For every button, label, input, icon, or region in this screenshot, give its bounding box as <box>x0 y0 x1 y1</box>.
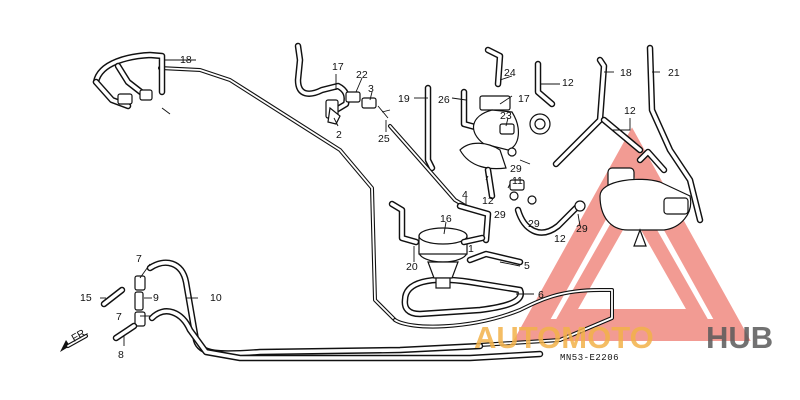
hose-20 <box>552 56 608 168</box>
callout-5: 5 <box>524 260 530 272</box>
callout-18: 18 <box>180 54 192 66</box>
fuel-line-10 <box>146 259 544 362</box>
callout-22: 20 <box>406 261 418 273</box>
callout-14: 12 <box>562 77 574 89</box>
callout-3: 3 <box>368 83 374 95</box>
fitting-3 <box>361 97 377 109</box>
fitting-7-lower <box>134 311 146 327</box>
callout-21: 19 <box>398 93 410 105</box>
hose-26 <box>484 46 504 88</box>
vent-line-6-loop <box>393 276 614 347</box>
hose-13 <box>600 116 644 154</box>
callout-labels: 18 17 22 3 2 25 19 26 24 17 23 12 18 21 … <box>70 54 680 361</box>
fitting-27 <box>377 105 391 119</box>
callout-12-left: 12 <box>482 195 494 207</box>
callout-6: 6 <box>538 289 544 301</box>
callout-19: 17 <box>518 93 530 105</box>
hose-12-right <box>514 202 582 236</box>
hose-23 <box>646 44 704 224</box>
callout-2: 2 <box>336 129 342 141</box>
hose-5 <box>466 250 524 266</box>
callout-16: 16 <box>440 213 452 225</box>
callout-11: 11 <box>512 175 523 187</box>
hose-8 <box>112 322 138 342</box>
canister-assembly <box>599 148 692 247</box>
hose-21 <box>424 84 436 172</box>
hose-17 <box>294 42 350 119</box>
callout-17: 17 <box>332 61 344 73</box>
fitting-25 <box>499 123 515 135</box>
watermark-text-hub: HUB <box>706 320 773 355</box>
diagram-code: MN53-E2206 <box>560 353 619 363</box>
vent-line-18 <box>92 51 397 322</box>
callout-8: 8 <box>118 349 124 361</box>
watermark-triangle <box>513 127 751 341</box>
hose-15 <box>100 286 126 308</box>
watermark-text-automoto: AUTOMOTO <box>474 320 654 355</box>
watermark-logo: AUTOMOTO HUB <box>474 320 773 355</box>
callout-24: 22 <box>356 69 368 81</box>
fitting-7-upper <box>134 275 146 291</box>
callout-1: 1 <box>468 243 474 255</box>
hose-22 <box>388 200 420 246</box>
callout-28: 26 <box>438 94 450 106</box>
callout-29-right: 29 <box>576 223 588 235</box>
callout-23: 21 <box>668 67 680 79</box>
callout-7-upper: 7 <box>136 253 142 265</box>
callout-9: 9 <box>153 292 159 304</box>
callout-13: 12 <box>624 105 636 117</box>
leader-lines <box>100 59 660 346</box>
callout-4: 4 <box>462 189 468 201</box>
clamp-29-mid <box>509 191 586 212</box>
callout-10: 10 <box>210 292 222 304</box>
callout-7-lower: 7 <box>116 311 122 323</box>
line-4-to-pump <box>388 124 492 244</box>
clamp-29-upper <box>507 147 531 165</box>
callout-12-right: 12 <box>554 233 566 245</box>
callout-27: 25 <box>378 133 390 145</box>
fuel-pump-16 <box>418 227 486 289</box>
callout-29-left: 29 <box>494 209 506 221</box>
callout-29-mid: 29 <box>528 218 540 230</box>
fitting-24 <box>345 91 361 103</box>
callout-25: 23 <box>500 110 512 122</box>
callout-29-upper: 29 <box>510 163 522 175</box>
hose-12-left <box>484 166 496 200</box>
front-arrow-icon <box>60 334 88 352</box>
clip-2 <box>327 106 341 125</box>
callout-15: 15 <box>80 292 92 304</box>
hose-14 <box>534 60 556 108</box>
callout-20: 18 <box>620 67 632 79</box>
callout-26: 24 <box>504 67 516 79</box>
fitting-9 <box>134 291 144 311</box>
